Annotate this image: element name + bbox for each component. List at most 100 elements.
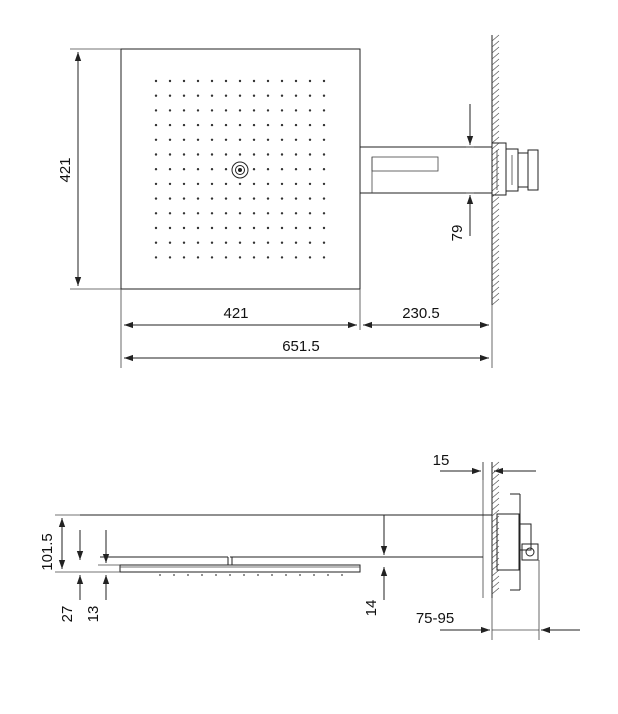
nozzle-dot bbox=[224, 138, 228, 141]
nozzle-dot bbox=[224, 256, 228, 259]
nozzle-dot bbox=[238, 226, 242, 230]
nozzle-dot bbox=[224, 241, 228, 244]
nozzle-dot bbox=[238, 123, 242, 127]
nozzle-dot bbox=[238, 256, 242, 259]
nozzle-dot bbox=[266, 138, 270, 141]
wall-flange-side bbox=[496, 493, 539, 591]
hatch-line bbox=[491, 166, 500, 174]
hatch-line bbox=[491, 280, 500, 288]
hatch-line bbox=[491, 226, 500, 234]
hatch-line bbox=[491, 70, 500, 78]
hatch-line bbox=[491, 142, 500, 150]
nozzle-dot bbox=[322, 79, 326, 83]
hatch-line bbox=[491, 527, 500, 535]
nozzle-dot bbox=[154, 256, 158, 259]
hatch-line bbox=[491, 34, 500, 42]
nozzle-dot bbox=[154, 138, 158, 141]
nozzle-dot bbox=[210, 123, 214, 127]
nozzle-dot bbox=[182, 241, 186, 244]
hatch-line bbox=[491, 250, 500, 258]
dim-label-arm-height: 79 bbox=[449, 225, 466, 242]
hatch-line bbox=[491, 124, 500, 132]
nozzle-dot bbox=[308, 94, 312, 97]
nozzle-dot bbox=[252, 212, 256, 215]
nozzle-dot bbox=[154, 241, 158, 244]
nozzle-dot bbox=[252, 138, 256, 141]
hatch-line bbox=[491, 220, 500, 228]
hatch-line bbox=[491, 515, 500, 523]
shower-head-profile bbox=[100, 556, 361, 573]
nozzle-dot bbox=[196, 197, 200, 200]
nozzle-grid bbox=[154, 79, 326, 259]
side-nozzle-dot bbox=[215, 574, 217, 576]
hatch-line bbox=[491, 581, 500, 589]
wall-hatching-top bbox=[491, 34, 500, 306]
nozzle-dot bbox=[238, 182, 242, 186]
hatch-line bbox=[491, 509, 500, 517]
nozzle-dot bbox=[266, 123, 270, 127]
nozzle-dot bbox=[294, 256, 298, 259]
nozzle-dot bbox=[224, 197, 228, 200]
dim-height-421: 421 bbox=[57, 48, 121, 290]
nozzle-dot bbox=[154, 123, 158, 127]
nozzle-dot bbox=[154, 197, 158, 200]
nozzle-dot bbox=[182, 109, 186, 112]
hatch-line bbox=[491, 196, 500, 204]
nozzle-dot bbox=[168, 197, 172, 200]
nozzle-dot bbox=[210, 226, 214, 230]
hatch-line bbox=[491, 136, 500, 144]
nozzle-dot bbox=[196, 153, 200, 156]
dim-label-wall-offset: 15 bbox=[433, 452, 450, 469]
nozzle-dot bbox=[266, 109, 270, 112]
nozzle-dot bbox=[280, 79, 284, 83]
nozzle-dot bbox=[168, 94, 172, 97]
nozzle-dot bbox=[308, 168, 312, 171]
hatch-line bbox=[491, 545, 500, 553]
nozzle-dot bbox=[154, 109, 158, 112]
nozzle-dot bbox=[154, 168, 158, 171]
hatch-line bbox=[491, 238, 500, 246]
nozzle-dot bbox=[252, 241, 256, 244]
nozzle-dot bbox=[182, 79, 186, 83]
hatch-line bbox=[491, 208, 500, 216]
top-view: 421 79 421 230.5 651.5 bbox=[57, 34, 539, 368]
nozzle-dot bbox=[182, 256, 186, 259]
nozzle-dot bbox=[210, 94, 214, 97]
nozzle-dot bbox=[308, 197, 312, 200]
hatch-line bbox=[491, 148, 500, 156]
nozzle-dot bbox=[252, 94, 256, 97]
nozzle-dot bbox=[252, 182, 256, 186]
hatch-line bbox=[491, 551, 500, 559]
nozzle-dot bbox=[322, 256, 326, 259]
hatch-line bbox=[491, 587, 500, 595]
hatch-line bbox=[491, 491, 500, 499]
nozzle-dot bbox=[266, 94, 270, 97]
nozzle-dot bbox=[266, 212, 270, 215]
nozzle-dot bbox=[224, 168, 228, 171]
nozzle-dot bbox=[252, 256, 256, 259]
hatch-line bbox=[491, 473, 500, 481]
nozzle-dot bbox=[182, 182, 186, 186]
nozzle-dot bbox=[280, 138, 284, 141]
nozzle-dot bbox=[210, 256, 214, 259]
hatch-line bbox=[491, 232, 500, 240]
hatch-line bbox=[491, 202, 500, 210]
nozzle-dot bbox=[294, 153, 298, 156]
nozzle-dot bbox=[308, 79, 312, 83]
hatch-line bbox=[491, 184, 500, 192]
shower-arm bbox=[360, 146, 492, 194]
nozzle-dot bbox=[210, 241, 214, 244]
nozzle-dot bbox=[154, 226, 158, 230]
nozzle-dot bbox=[210, 79, 214, 83]
hatch-line bbox=[491, 497, 500, 505]
hatch-line bbox=[491, 82, 500, 90]
side-nozzle-dot bbox=[173, 574, 175, 576]
nozzle-dot bbox=[168, 168, 172, 171]
nozzle-dot bbox=[182, 197, 186, 200]
nozzle-dot bbox=[182, 123, 186, 127]
hatch-line bbox=[491, 52, 500, 60]
nozzle-dot bbox=[210, 153, 214, 156]
hatch-line bbox=[491, 190, 500, 198]
nozzle-dot bbox=[322, 168, 326, 171]
